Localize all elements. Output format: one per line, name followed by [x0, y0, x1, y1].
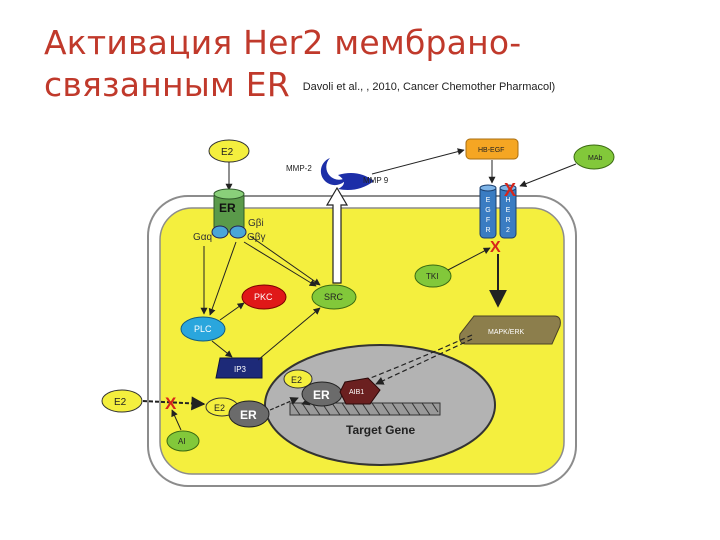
her2-receptor	[499, 184, 517, 239]
ai-to-inhibit-arrow	[171, 409, 182, 431]
plc-label: PLC	[194, 324, 212, 334]
ip3-to-src-arrow	[257, 307, 321, 361]
ai-inhibit-mark: X	[165, 394, 177, 413]
pkc-label: PKC	[254, 292, 273, 302]
er-nucleus-label: ER	[313, 388, 330, 402]
egfr-letter: R	[485, 227, 490, 234]
e2-outside-label: E2	[114, 397, 127, 408]
hb-egf-label: HB-EGF	[478, 147, 504, 154]
title-line-2-text: связанным ER	[44, 65, 290, 104]
g-alpha-q-label: Gαq	[193, 232, 212, 243]
mab-to-her2-arrow	[519, 163, 577, 187]
her2-letter: R	[505, 217, 510, 224]
ai-label: AI	[178, 437, 186, 446]
her2-letter: 2	[506, 227, 510, 234]
src-to-mmp-arrow	[325, 186, 349, 284]
er-cytoplasm-node	[228, 400, 270, 428]
aib1-label: AIB1	[349, 389, 364, 396]
e2-entry-arrow	[142, 396, 206, 411]
ai-node	[166, 430, 200, 452]
e2-nucleus-node	[283, 369, 313, 389]
e2-nucleus-label: E2	[291, 375, 302, 385]
tki-node	[414, 264, 452, 288]
hb-egf-node	[465, 138, 519, 160]
her2-letters: HER 2	[505, 197, 510, 234]
gbg-to-src-arrow	[243, 241, 317, 287]
src-label: SRC	[324, 292, 344, 302]
er-cytoplasm-label: ER	[240, 408, 257, 422]
mapk-erk-label: MAPK/ERK	[488, 329, 525, 336]
aib1-node	[339, 377, 381, 405]
slide-title: Активация Her2 мембрано- связанным ER Da…	[44, 22, 555, 108]
mab-label: MAb	[588, 155, 603, 162]
membrane-er-label: ER	[219, 201, 236, 215]
mab-inhibit-mark: X	[504, 180, 516, 200]
g-beta-gamma-label: Gβγ	[247, 232, 266, 243]
tki-to-her2-arrow	[447, 247, 491, 271]
plc-to-ip3-arrow	[211, 340, 233, 358]
title-line-1: Активация Her2 мембрано-	[44, 23, 522, 62]
er-to-nucleus-arrow	[269, 397, 299, 411]
ip3-label: IP3	[234, 365, 247, 374]
membrane-er-receptor	[211, 188, 247, 239]
pkc-node	[241, 284, 287, 310]
e2-extracellular-label: E2	[221, 147, 234, 158]
mmp-to-hbegf-arrow	[371, 148, 465, 175]
mapk-to-aib1-arrow	[375, 338, 473, 385]
egfr-receptor	[479, 184, 497, 239]
title-line-2: связанным ER Davoli et al., , 2010, Canc…	[44, 64, 555, 108]
mmp2-crescent	[320, 158, 348, 186]
mmp9-crescent	[338, 173, 374, 190]
egfr-letter: F	[486, 217, 490, 224]
citation: Davoli et al., , 2010, Cancer Chemother …	[302, 80, 556, 93]
tki-label: TKI	[426, 272, 438, 281]
e2-outside-node	[101, 389, 143, 413]
mab-node	[573, 144, 615, 170]
her2-letter: E	[506, 207, 511, 214]
mmp2-label: MMP-2	[286, 164, 312, 173]
mapk-erk-node	[459, 315, 561, 345]
egfr-letter: G	[485, 207, 490, 214]
plc-to-pkc-arrow	[219, 302, 245, 321]
egfr-letter: E	[486, 197, 491, 204]
gbg-to-plc-arrow	[208, 241, 237, 316]
g-beta-i-label: Gβi	[248, 218, 264, 229]
plc-node	[180, 316, 226, 342]
gbi-to-src-arrow	[249, 235, 321, 286]
her2-letter: H	[505, 197, 510, 204]
mmp9-label: MMP 9	[363, 176, 389, 185]
tki-inhibit-mark: X	[490, 239, 501, 256]
ip3-node	[215, 357, 263, 379]
target-gene-label: Target Gene	[346, 423, 415, 437]
e2-cytoplasm-label: E2	[214, 403, 225, 413]
src-node	[311, 284, 357, 310]
